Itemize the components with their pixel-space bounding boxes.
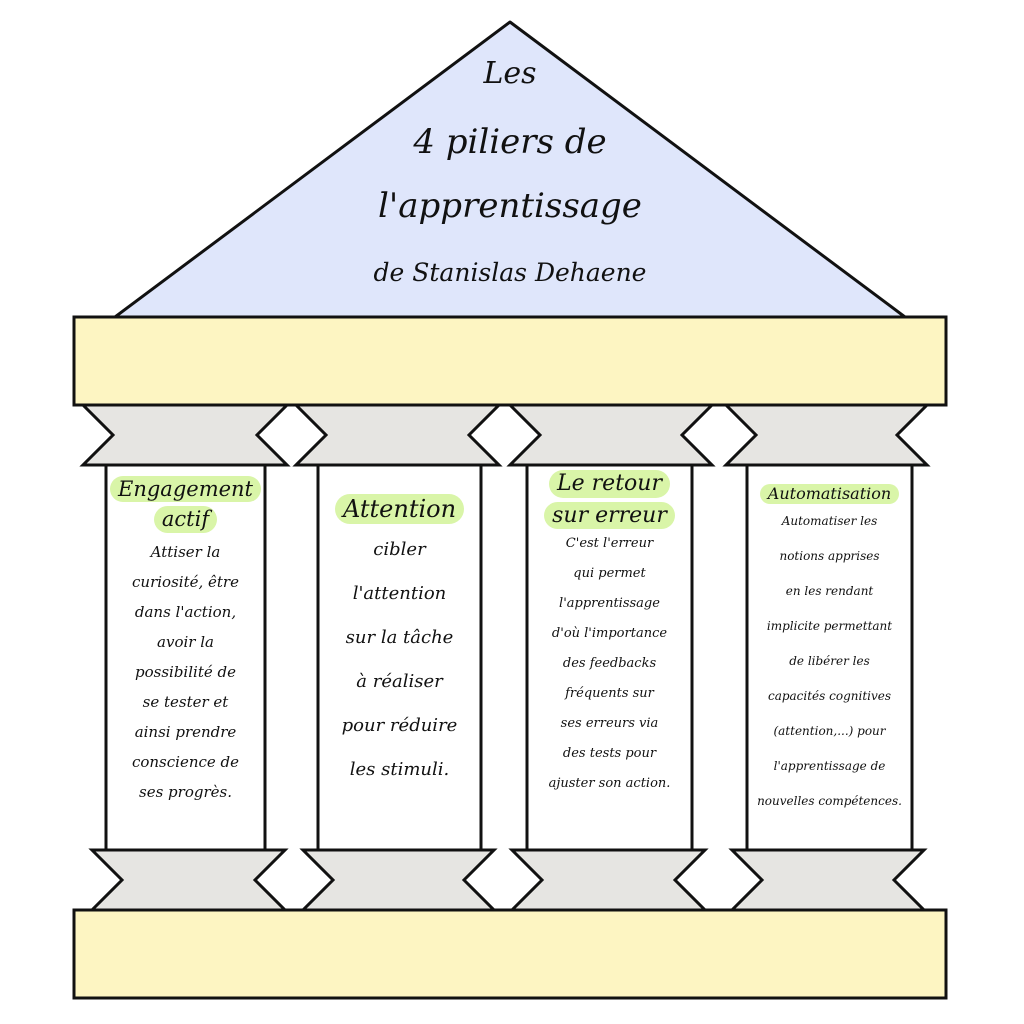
text-line: des feedbacks: [562, 656, 657, 671]
text-line: se tester et: [142, 692, 229, 711]
title-line-3: l'apprentissage: [378, 186, 642, 226]
text-line: sur la tâche: [345, 627, 454, 648]
text-line: implicite permettant: [766, 619, 893, 633]
text-line: conscience de: [131, 752, 240, 771]
pillar-description: Attiser la curiosité, être dans l'action…: [132, 537, 239, 807]
text-line: cibler: [373, 539, 426, 560]
title-line-1: Les: [483, 56, 537, 91]
text-line: possibilité de: [135, 662, 236, 681]
text-line: qui permet: [573, 566, 646, 581]
text-line: ses progrès.: [139, 782, 232, 801]
title-line-2: 4 piliers de: [413, 122, 607, 162]
pillar-heading: actif: [153, 506, 218, 533]
text-line: Attiser la: [150, 542, 221, 561]
top-beam: [72, 315, 948, 407]
pillar-description: cibler l'attention sur la tâche à réalis…: [342, 528, 458, 792]
text-line: pour réduire: [341, 715, 458, 736]
text-line: fréquents sur: [565, 686, 654, 701]
text-line: de libérer les: [789, 654, 870, 668]
text-line: nouvelles compétences.: [757, 794, 902, 808]
text-line: ainsi prendre: [134, 722, 237, 741]
text-line: curiosité, être: [132, 572, 239, 591]
text-line: les stimuli.: [349, 759, 450, 780]
capitals-bottom: [88, 848, 928, 912]
pillar-heading: sur erreur: [544, 501, 675, 529]
text-line: ses erreurs via: [560, 716, 659, 731]
pillar-heading: Engagement: [110, 476, 261, 503]
title-author: de Stanislas Dehaene: [373, 258, 647, 287]
capitals-top: [79, 403, 931, 467]
pillar-attention: Attention cibler l'attention sur la tâch…: [318, 470, 481, 848]
text-line: en les rendant: [785, 584, 874, 598]
text-line: avoir la: [157, 632, 214, 651]
pillar-description: C'est l'erreur qui permet l'apprentissag…: [549, 529, 671, 799]
text-line: Automatiser les: [781, 514, 878, 528]
text-line: l'attention: [352, 583, 447, 604]
text-line: d'où l'importance: [551, 626, 668, 641]
text-line: ajuster son action.: [548, 776, 671, 791]
text-line: des tests pour: [562, 746, 657, 761]
pillar-retour-sur-erreur: Le retour sur erreur C'est l'erreur qui …: [527, 470, 692, 848]
pillar-automatisation: Automatisation Automatiser les notions a…: [747, 470, 912, 848]
text-line: capacités cognitives: [767, 689, 892, 703]
text-line: dans l'action,: [134, 602, 237, 621]
pillar-heading: Attention: [334, 494, 465, 524]
text-line: l'apprentissage: [559, 596, 660, 611]
text-line: notions apprises: [779, 549, 880, 563]
bottom-beam: [72, 908, 948, 1000]
pillar-engagement: Engagement actif Attiser la curiosité, ê…: [106, 470, 265, 848]
text-line: l'apprentissage de: [773, 759, 886, 773]
pillar-heading: Le retour: [549, 470, 670, 498]
pillar-description: Automatiser les notions apprises en les …: [757, 504, 902, 819]
text-line: (attention,...) pour: [773, 724, 886, 738]
text-line: à réaliser: [356, 671, 443, 692]
pillar-heading: Automatisation: [759, 484, 900, 504]
text-line: C'est l'erreur: [565, 536, 654, 551]
